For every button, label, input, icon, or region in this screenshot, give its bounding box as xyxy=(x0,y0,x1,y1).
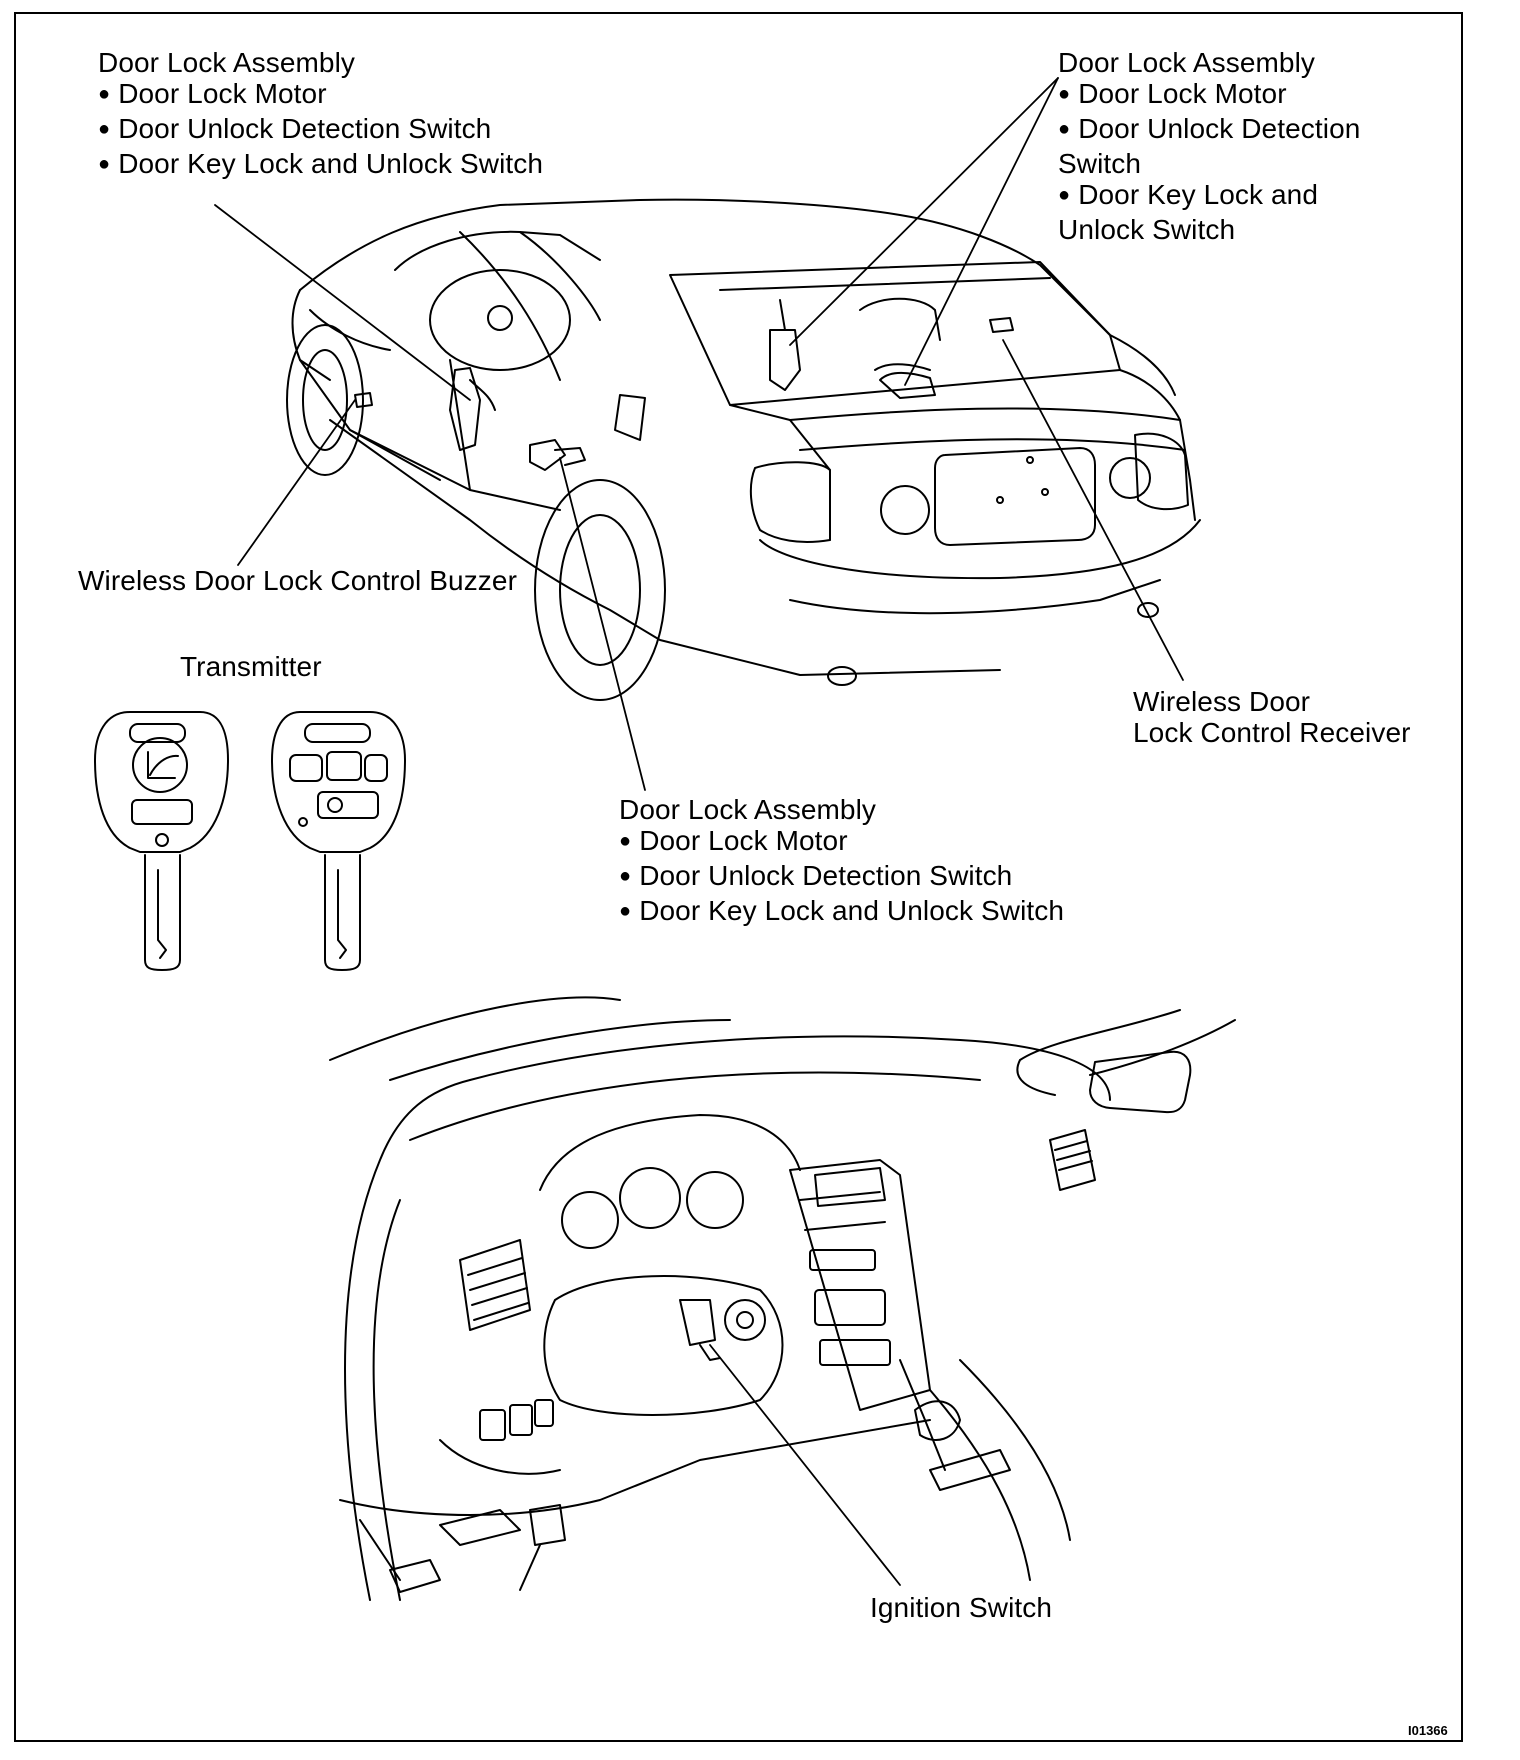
label-wireless-door-lock-control-buzzer: Wireless Door Lock Control Buzzer xyxy=(78,565,517,596)
bullet-door-lock-motor: Door Lock Motor xyxy=(98,78,543,113)
bullet-door-key-lock-unlock-switch: Door Key Lock and Unlock Switch xyxy=(1058,179,1378,245)
label-title: Door Lock Assembly xyxy=(1058,47,1316,78)
label-title: Door Lock Assembly xyxy=(619,794,877,825)
bullet-door-lock-motor: Door Lock Motor xyxy=(619,825,1064,860)
transmitter-key-front xyxy=(94,711,229,971)
receiver-line-2: Lock Control Receiver xyxy=(1133,717,1411,748)
leader-lines xyxy=(214,77,1184,1586)
label-ignition-switch: Ignition Switch xyxy=(870,1592,1053,1623)
bullet-door-lock-motor: Door Lock Motor xyxy=(1058,78,1378,113)
car-illustration xyxy=(286,198,1201,701)
figure-code: I01366 xyxy=(1408,1723,1448,1738)
transmitter-key-back xyxy=(271,711,406,971)
bullet-door-unlock-detection-switch: Door Unlock Detection Switch xyxy=(1058,113,1378,179)
label-door-lock-assembly-rear: Door Lock Assembly Door Lock Motor Door … xyxy=(1058,47,1378,245)
bullet-door-key-lock-unlock-switch: Door Key Lock and Unlock Switch xyxy=(619,895,1064,930)
bullet-door-key-lock-unlock-switch: Door Key Lock and Unlock Switch xyxy=(98,148,543,183)
label-door-lock-assembly-middle: Door Lock Assembly Door Lock Motor Door … xyxy=(619,794,1064,930)
label-wireless-door-lock-control-receiver: Wireless Door Lock Control Receiver xyxy=(1133,686,1411,748)
bullet-door-unlock-detection-switch: Door Unlock Detection Switch xyxy=(619,860,1064,895)
dashboard-illustration xyxy=(329,996,1236,1601)
diagram-frame xyxy=(14,12,1463,1742)
bullet-door-unlock-detection-switch: Door Unlock Detection Switch xyxy=(98,113,543,148)
receiver-line-1: Wireless Door xyxy=(1133,686,1311,717)
label-title: Door Lock Assembly xyxy=(98,47,356,78)
label-transmitter: Transmitter xyxy=(180,651,322,682)
label-door-lock-assembly-front-left: Door Lock Assembly Door Lock Motor Door … xyxy=(98,47,543,183)
